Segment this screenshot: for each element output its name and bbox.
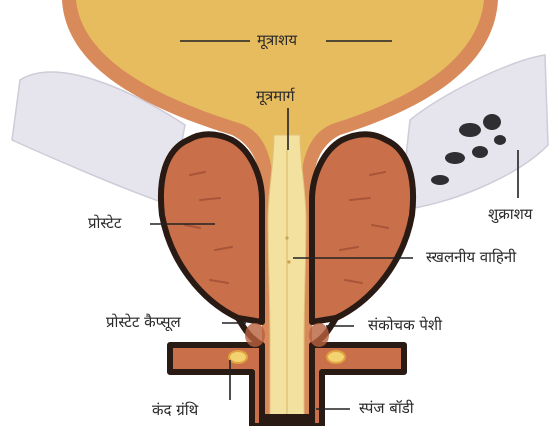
label-bladder: मूत्राशय (257, 31, 297, 49)
sphincter-left (245, 323, 265, 347)
label-urethra: मूत्रमार्ग (256, 87, 295, 105)
label-prostate-capsule: प्रोस्टेट कैप्सूल (106, 313, 181, 331)
ejaculatory-dot-1 (285, 236, 288, 239)
label-ejaculatory-duct: स्खलनीय वाहिनी (426, 248, 516, 266)
label-seminal-vesicle: शुक्राशय (488, 205, 533, 223)
label-prostate: प्रोस्टेट (88, 214, 121, 232)
base-bar (262, 414, 312, 426)
label-bulbourethral-gland: कंद ग्रंथि (152, 401, 198, 419)
bulbourethral-gland-right (327, 351, 345, 363)
label-sphincter: संकोचक पेशी (368, 316, 442, 334)
prostate-left-lobe (161, 134, 262, 322)
prostate-right-lobe (312, 134, 413, 322)
bulbourethral-gland-left (229, 351, 247, 363)
label-spongy-body: स्पंज बॉडी (359, 399, 414, 417)
ejaculatory-dot-2 (287, 260, 290, 263)
